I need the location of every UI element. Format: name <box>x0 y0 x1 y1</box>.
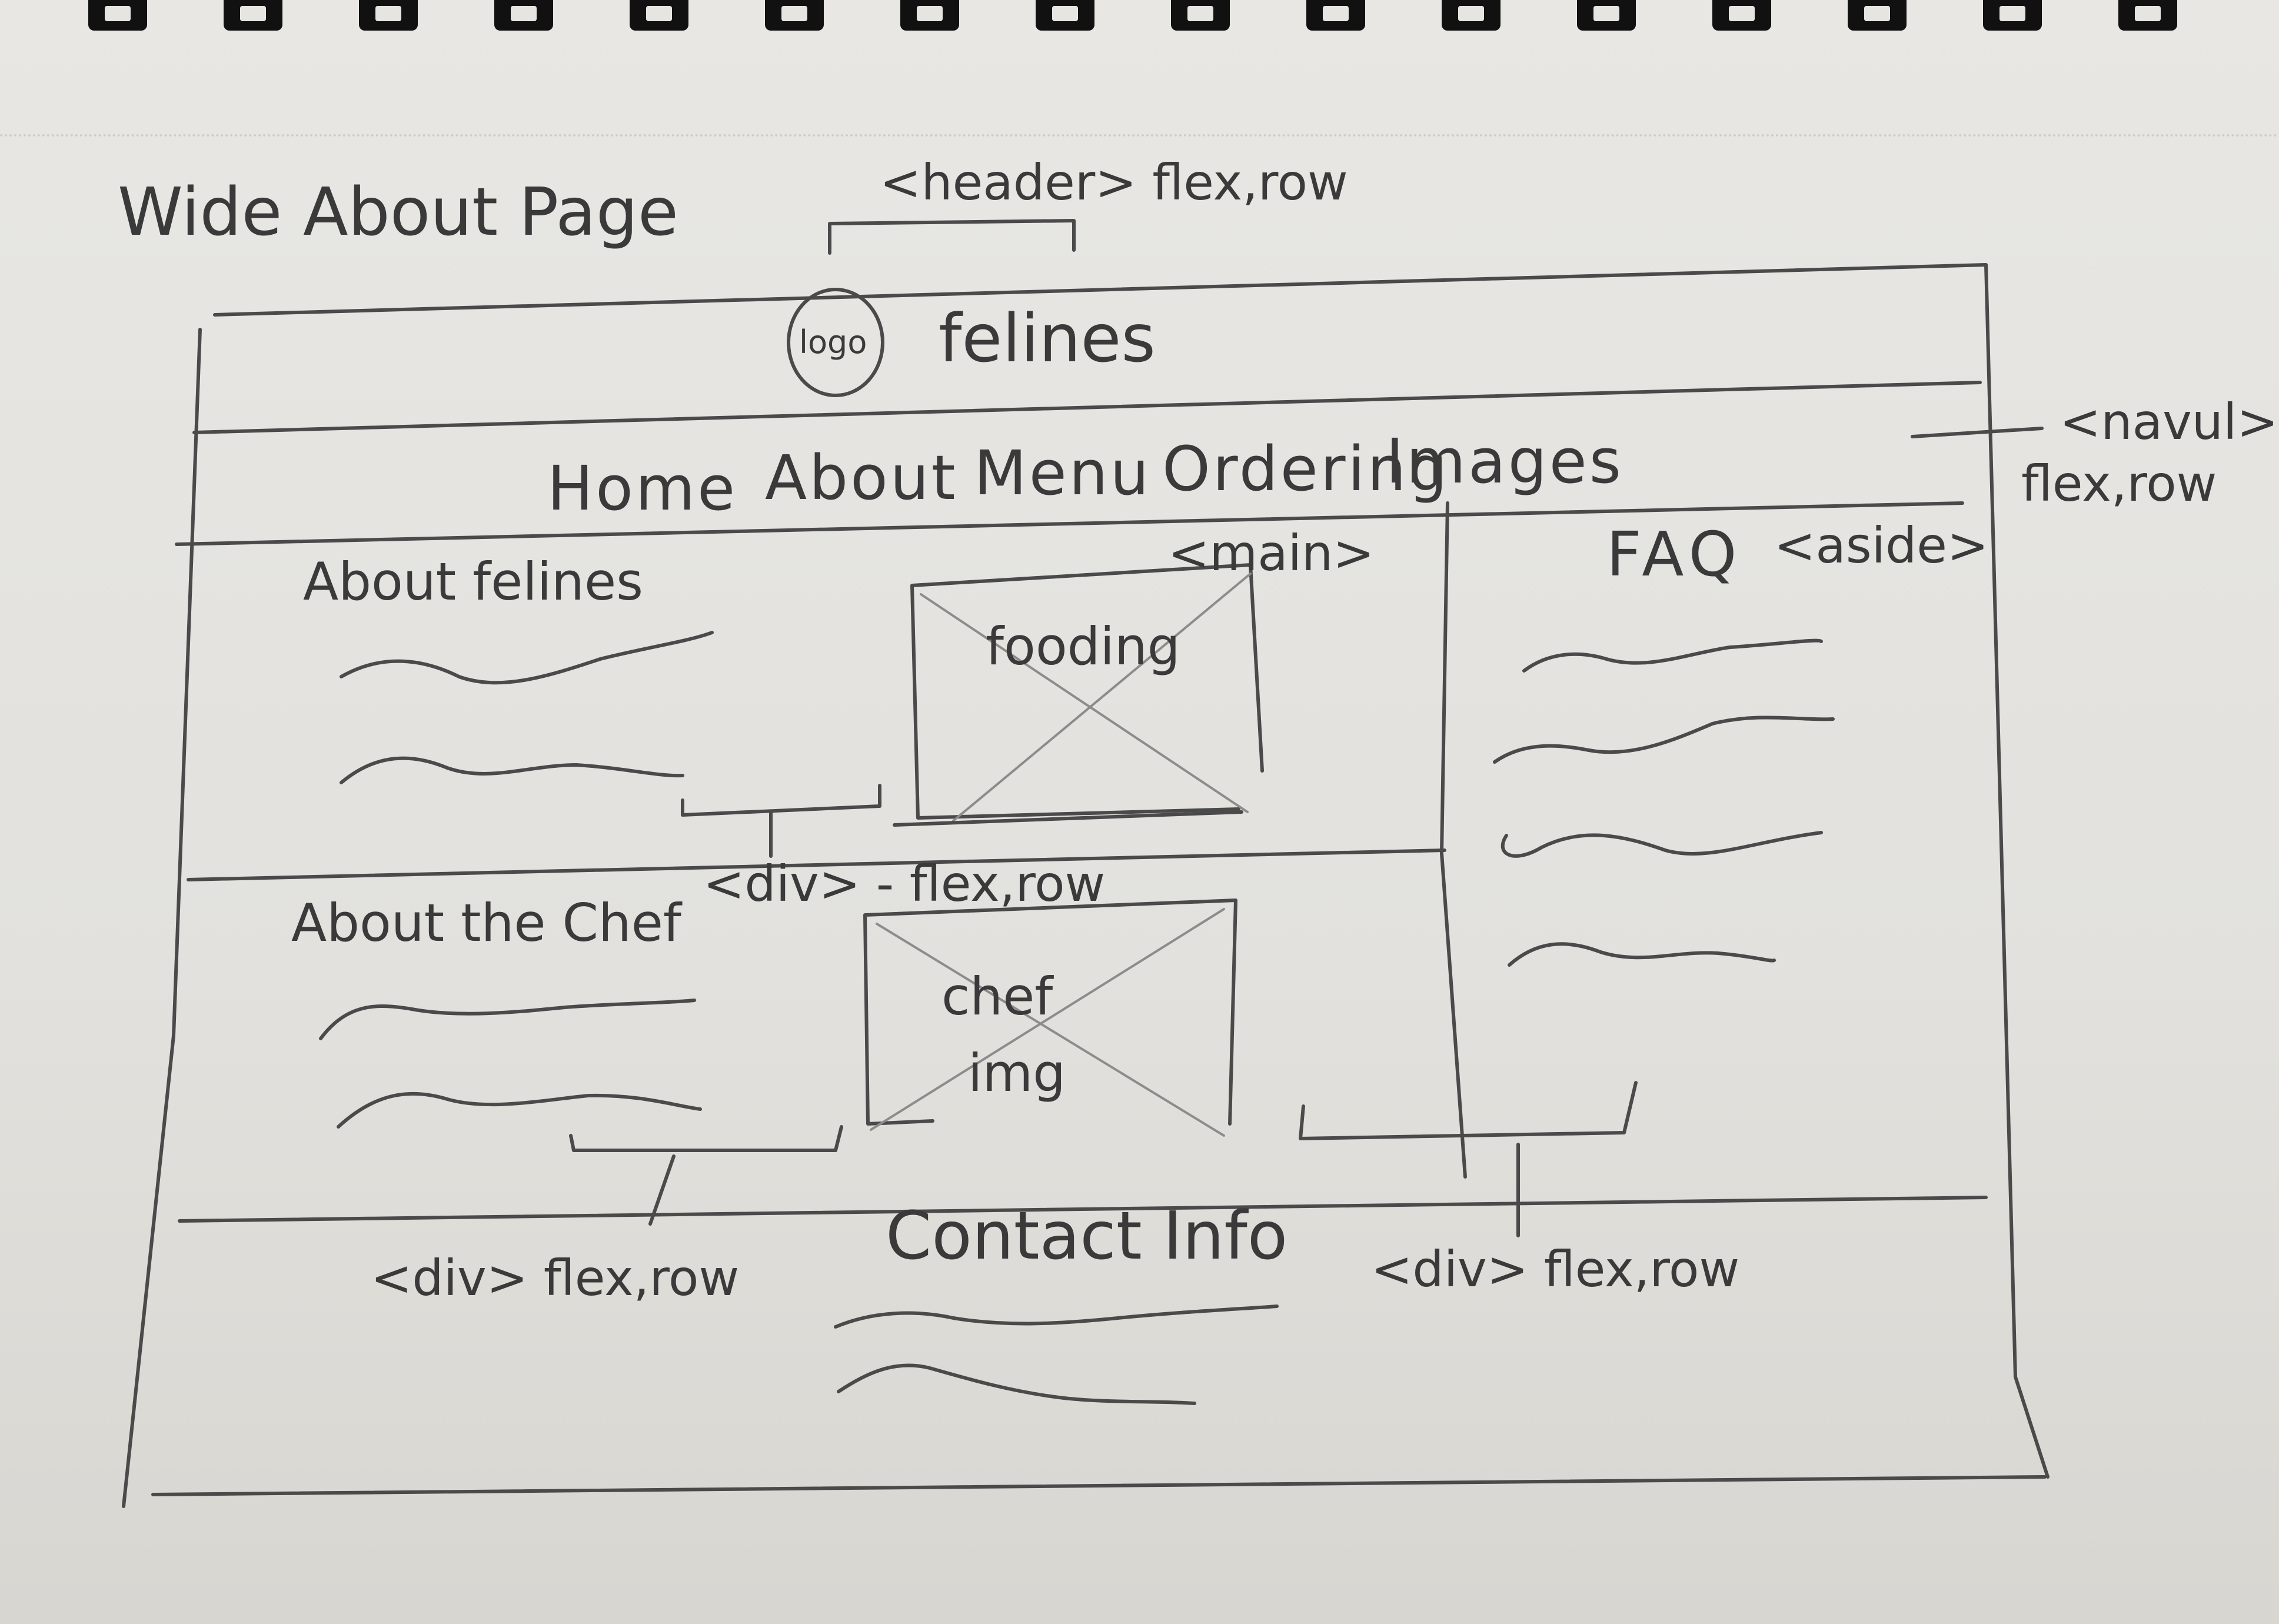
page-title: Wide About Page <box>118 174 678 251</box>
faq-text-squiggle <box>1501 831 1823 858</box>
section-divider <box>187 848 1446 881</box>
div-top-annotation: <div> - flex,row <box>703 855 1106 913</box>
navul-pointer <box>1911 427 2044 438</box>
spiral-binding <box>0 0 2279 35</box>
chef-text-squiggle <box>319 999 696 1040</box>
aside-divider <box>1440 501 1467 1179</box>
chef-heading: About the Chef <box>291 893 681 953</box>
contact-text-squiggle <box>834 1304 1279 1329</box>
brand-name: felines <box>939 301 1156 377</box>
chef-image-box <box>863 898 1237 1126</box>
chef-text-squiggle <box>337 1091 702 1129</box>
faq-text-squiggle <box>1493 716 1835 764</box>
page-margin-line <box>0 134 2279 137</box>
div-bracket-top <box>681 784 881 817</box>
about-text-squiggle <box>340 756 684 784</box>
navul-layout-annotation: flex,row <box>2021 455 2217 513</box>
div-bottom-left-annotation: <div> flex,row <box>371 1249 740 1307</box>
contact-text-squiggle <box>837 1363 1196 1405</box>
frame-left-line <box>122 328 202 1508</box>
div-bracket-bottom-left <box>569 1125 843 1152</box>
chef-image-cross <box>870 908 1225 1137</box>
frame-bottom-line <box>151 1475 2047 1496</box>
footer-divider <box>178 1196 1988 1223</box>
nav-item-menu[interactable]: Menu <box>974 437 1152 509</box>
food-image-box <box>910 563 1264 820</box>
div-bottom-right-annotation: <div> flex,row <box>1371 1240 1740 1298</box>
nav-item-images[interactable]: Images <box>1386 425 1623 497</box>
faq-text-squiggle <box>1508 942 1776 967</box>
contact-heading: Contact Info <box>886 1198 1288 1274</box>
faq-heading: FAQ <box>1606 518 1743 590</box>
div-bracket-bottom-right <box>1299 1081 1638 1140</box>
chef-image-label-1: chef <box>941 966 1053 1027</box>
faq-text-squiggle <box>1522 638 1823 673</box>
food-image-baseline <box>893 810 1243 827</box>
nav-item-ordering[interactable]: Ordering <box>1162 433 1450 505</box>
div-bracket-bottom-left-stem <box>648 1154 676 1226</box>
main-annotation: <main> <box>1168 524 1375 582</box>
aside-annotation: <aside> <box>1774 517 1989 574</box>
header-bracket <box>828 219 1076 255</box>
header-annotation: <header> flex,row <box>880 154 1348 211</box>
nav-item-home[interactable]: Home <box>547 452 738 524</box>
logo-label: logo <box>799 324 867 361</box>
logo-circle <box>787 288 884 397</box>
about-heading: About felines <box>303 551 643 612</box>
food-image-cross <box>920 573 1252 822</box>
nav-item-about[interactable]: About <box>765 442 958 514</box>
frame-top-line <box>213 263 1988 317</box>
navul-annotation: <navul> <box>2060 393 2278 451</box>
food-image-label: fooding <box>986 616 1180 677</box>
nav-divider <box>175 501 1964 546</box>
chef-image-label-2: img <box>968 1043 1066 1103</box>
frame-right-line <box>1984 263 2050 1479</box>
about-text-squiggle <box>340 631 714 685</box>
header-divider <box>192 381 1982 434</box>
